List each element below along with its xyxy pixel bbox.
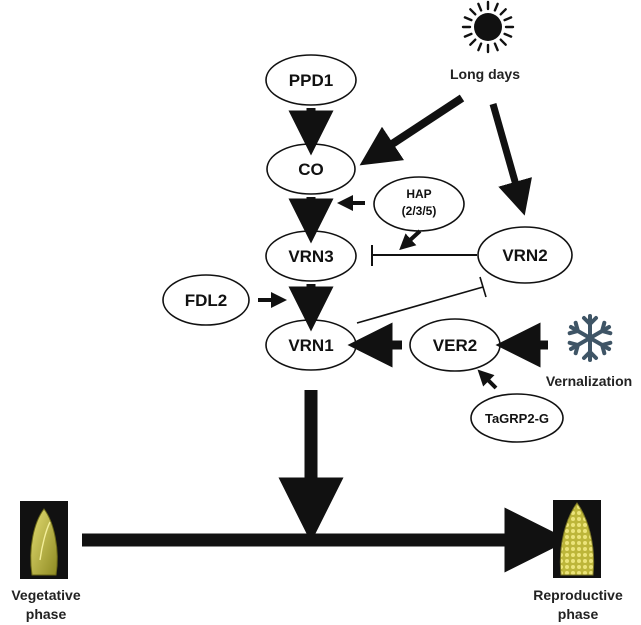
node-co-label: CO <box>298 160 324 179</box>
long-days-label: Long days <box>450 66 520 82</box>
node-hap-label-line1: HAP <box>406 187 431 201</box>
node-fdl2-label: FDL2 <box>185 291 228 310</box>
arrow-tagrp2g-to-ver2 <box>477 369 498 390</box>
arrow-longdays-to-vrn2 <box>489 103 532 216</box>
node-fdl2: FDL2 <box>162 274 250 326</box>
sun-icon <box>461 0 515 54</box>
inhibition-vrn1-vrn2 <box>356 276 487 324</box>
node-vrn3: VRN3 <box>265 230 357 282</box>
node-co: CO <box>266 143 356 195</box>
arrow-longdays-to-co <box>359 94 465 166</box>
node-ppd1: PPD1 <box>265 54 357 106</box>
node-vrn1-label: VRN1 <box>288 336 333 355</box>
node-vrn3-label: VRN3 <box>288 247 333 266</box>
reproductive-phase-label-line2: phase <box>558 606 599 622</box>
node-tagrp2g-label: TaGRP2-G <box>485 411 549 426</box>
snowflake-icon <box>567 314 613 362</box>
node-vrn2: VRN2 <box>477 226 573 284</box>
vegetative-spike-image <box>20 501 68 579</box>
node-ver2: VER2 <box>409 318 501 372</box>
node-vrn1: VRN1 <box>265 319 357 371</box>
node-vrn2-label: VRN2 <box>502 246 547 265</box>
reproductive-spike-image <box>553 500 601 578</box>
node-ver2-label: VER2 <box>433 336 477 355</box>
vegetative-phase-label-line1: Vegetative <box>11 587 80 603</box>
node-hap: HAP (2/3/5) <box>373 176 465 232</box>
vegetative-phase-label-line2: phase <box>26 606 67 622</box>
node-hap-label-line2: (2/3/5) <box>402 204 437 218</box>
node-tagrp2g: TaGRP2-G <box>470 393 564 443</box>
inhibition-vrn2-vrn3 <box>371 245 477 266</box>
node-ppd1-label: PPD1 <box>289 71 333 90</box>
arrow-hap-to-vrn3 <box>399 229 422 251</box>
reproductive-phase-label-line1: Reproductive <box>533 587 623 603</box>
vernalization-label: Vernalization <box>546 373 632 389</box>
